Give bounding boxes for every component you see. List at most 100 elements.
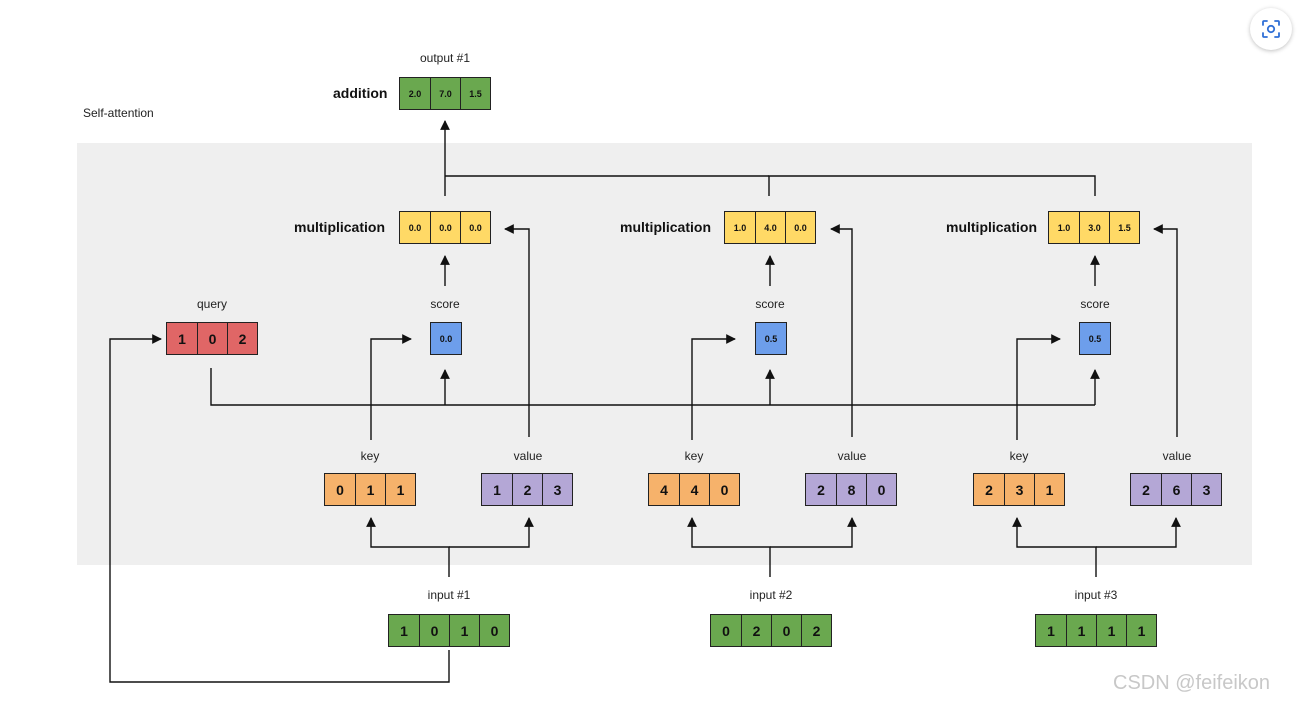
input-label-2: input #2 (749, 588, 793, 602)
query-label: query (196, 297, 228, 311)
key-vector-3: 2 3 1 (973, 473, 1065, 506)
input-cell: 1 (400, 622, 408, 639)
input3-to-key-arrow (1012, 517, 1097, 577)
score-cell: 0.5 (764, 333, 778, 344)
product-cell: 4.0 (755, 212, 785, 243)
key-cell: 1 (385, 474, 415, 505)
key-label-1: key (360, 449, 380, 463)
input-cell: 0 (722, 622, 730, 639)
score-box-3: 0.5 (1079, 322, 1111, 355)
key-cell: 4 (679, 474, 709, 505)
multiplication-label-2: multiplication (620, 219, 711, 235)
key-cell: 3 (1004, 474, 1034, 505)
input3-to-value-arrow (1096, 517, 1181, 548)
output-label: output #1 (419, 51, 471, 65)
output-cell: 7.0 (430, 78, 460, 109)
value-cell: 3 (542, 474, 572, 505)
key-vector-1: 0 1 1 (324, 473, 416, 506)
score-label-1: score (430, 297, 460, 311)
score-box-1: 0.0 (430, 322, 462, 355)
product-vector-2: 1.0 4.0 0.0 (724, 211, 816, 244)
key-vector-2: 4 4 0 (648, 473, 740, 506)
input-cell: 2 (801, 615, 831, 646)
key1-to-score-arrow (370, 334, 412, 440)
multiplication-label-3: multiplication (946, 219, 1037, 235)
product-vector-1: 0.0 0.0 0.0 (399, 211, 491, 244)
panel-title: Self-attention (83, 106, 154, 120)
query-cell: 1 (178, 330, 186, 347)
watermark-text: CSDN @feifeikon (1113, 672, 1271, 694)
key-cell: 4 (660, 481, 668, 498)
query-cell: 2 (227, 323, 257, 354)
value3-to-product-arrow (1153, 224, 1178, 437)
value-cell: 3 (1191, 474, 1221, 505)
input-cell: 2 (741, 615, 771, 646)
value-vector-2: 2 8 0 (805, 473, 897, 506)
key2-to-score-arrow (691, 334, 736, 440)
key3-to-score-arrow (1016, 334, 1061, 440)
input-cell: 0 (479, 615, 509, 646)
value-cell: 2 (512, 474, 542, 505)
sum-bus-right (768, 175, 1096, 196)
input-cell: 0 (419, 615, 449, 646)
product-cell: 1.0 (733, 222, 747, 233)
input-cell: 1 (449, 615, 479, 646)
multiplication-label-1: multiplication (294, 219, 385, 235)
input-label-3: input #3 (1074, 588, 1118, 602)
output-cell: 2.0 (408, 88, 422, 99)
value-cell: 2 (1142, 481, 1150, 498)
input-cell: 1 (1047, 622, 1055, 639)
product-cell: 0.0 (785, 212, 815, 243)
query-cell: 0 (197, 323, 227, 354)
key-cell: 0 (709, 474, 739, 505)
value-label-2: value (837, 449, 867, 463)
value2-to-product-arrow (830, 224, 853, 437)
addition-label: addition (333, 85, 388, 101)
product-cell: 0.0 (460, 212, 490, 243)
value-cell: 8 (836, 474, 866, 505)
input-vector-2: 0 2 0 2 (710, 614, 832, 647)
input-cell: 1 (1066, 615, 1096, 646)
score-label-2: score (755, 297, 785, 311)
value-cell: 1 (493, 481, 501, 498)
query-bus-line (210, 368, 1095, 406)
input2-to-key-arrow (687, 517, 771, 577)
output-cell: 1.5 (460, 78, 490, 109)
score-cell: 0.0 (439, 333, 453, 344)
key-label-3: key (1009, 449, 1029, 463)
product-vector-3: 1.0 3.0 1.5 (1048, 211, 1140, 244)
lens-icon (1262, 20, 1280, 38)
value-label-3: value (1162, 449, 1192, 463)
input-label-1: input #1 (427, 588, 471, 602)
value-vector-1: 1 2 3 (481, 473, 573, 506)
value-cell: 6 (1161, 474, 1191, 505)
input-cell: 0 (771, 615, 801, 646)
input1-to-value-arrow (449, 517, 534, 548)
input1-to-key-arrow (366, 517, 450, 577)
output-vector: 2.0 7.0 1.5 (399, 77, 491, 110)
product-cell: 0.0 (430, 212, 460, 243)
lens-search-button[interactable] (1250, 8, 1292, 50)
key-cell: 2 (985, 481, 993, 498)
value1-to-product-arrow (504, 224, 530, 437)
value-cell: 2 (817, 481, 825, 498)
product-cell: 0.0 (408, 222, 422, 233)
input1-to-query-arrow (109, 334, 450, 683)
value-vector-3: 2 6 3 (1130, 473, 1222, 506)
input-cell: 1 (1126, 615, 1156, 646)
input-cell: 1 (1096, 615, 1126, 646)
value-cell: 0 (866, 474, 896, 505)
key-cell: 1 (355, 474, 385, 505)
value-label-1: value (513, 449, 543, 463)
product-cell: 3.0 (1079, 212, 1109, 243)
input-vector-1: 1 0 1 0 (388, 614, 510, 647)
product-cell: 1.0 (1057, 222, 1071, 233)
score-label-3: score (1080, 297, 1110, 311)
key-label-2: key (684, 449, 704, 463)
key-cell: 1 (1034, 474, 1064, 505)
key-cell: 0 (336, 481, 344, 498)
product-cell: 1.5 (1109, 212, 1139, 243)
query-vector: 1 0 2 (166, 322, 258, 355)
score-box-2: 0.5 (755, 322, 787, 355)
